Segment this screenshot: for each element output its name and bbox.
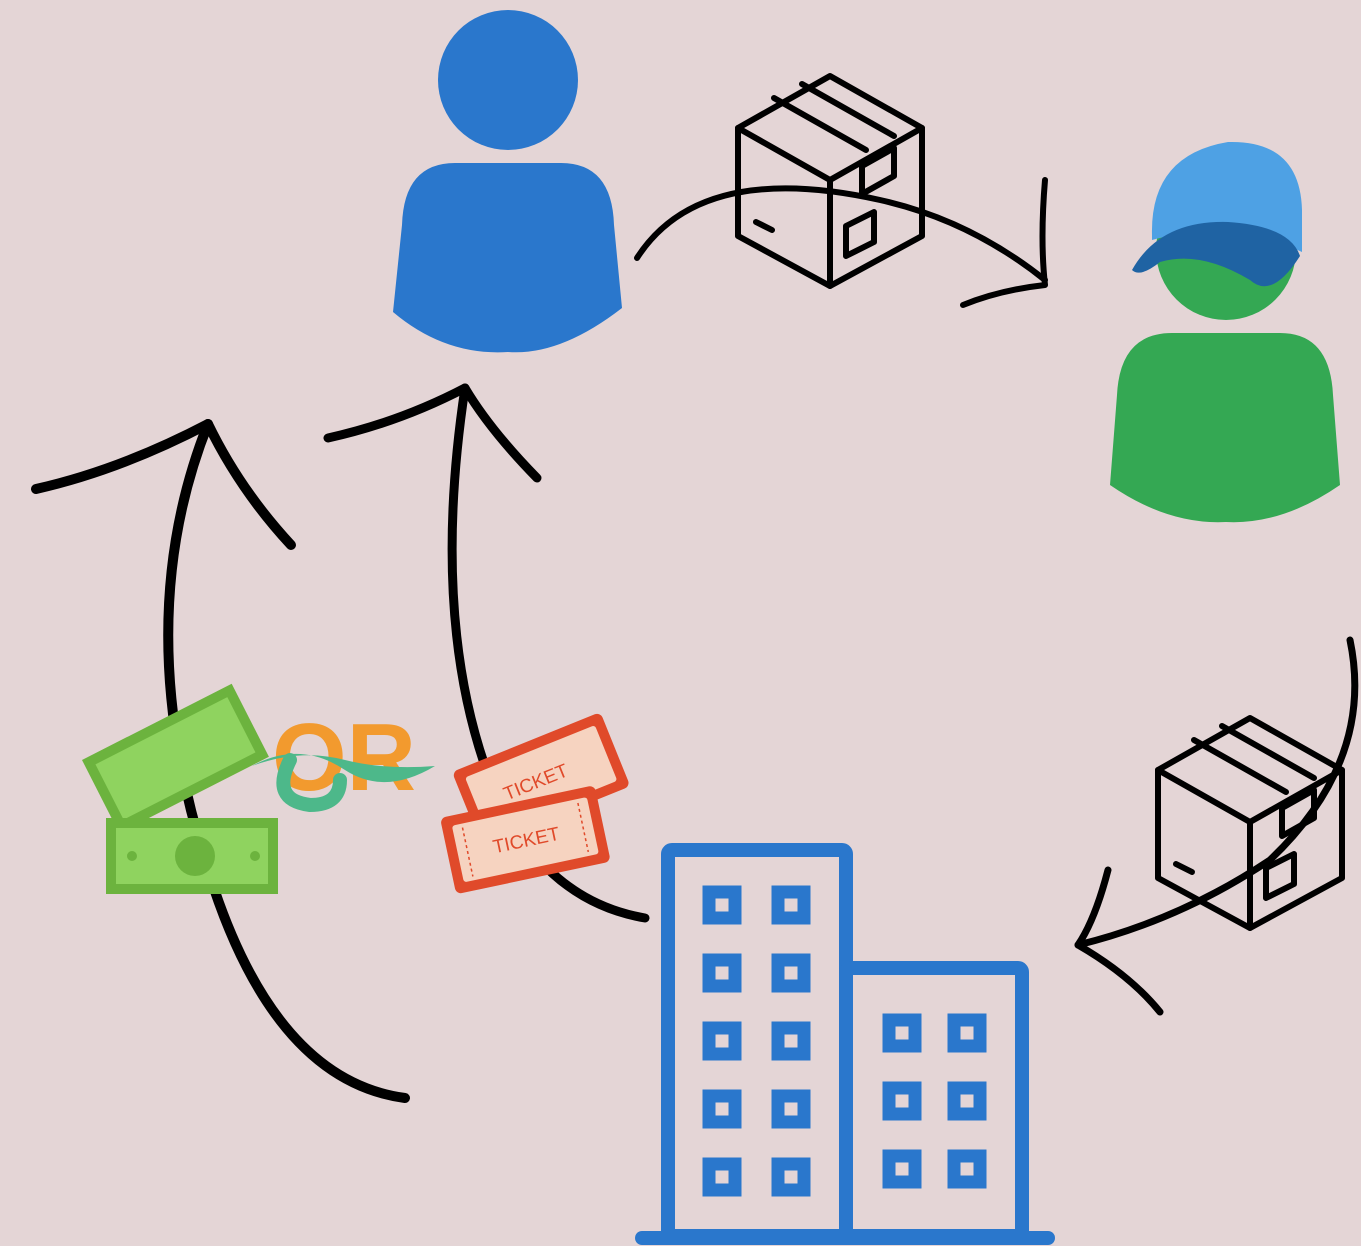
cash-banknotes-icon <box>82 683 278 894</box>
cap-brim <box>1132 221 1300 287</box>
or-connector-logo: OR <box>252 704 435 813</box>
office-building-icon <box>635 843 1055 1245</box>
arrow-company-to-customer-ticket <box>323 383 650 923</box>
package-box-icon-top <box>735 73 925 289</box>
cap-crown <box>1151 141 1302 252</box>
or-swoosh <box>276 753 347 813</box>
customer-person-icon <box>393 10 622 353</box>
arrow-courier-to-company <box>1074 636 1359 1016</box>
ticket-icon: TICKET TICKET <box>441 713 629 894</box>
courier-person-icon <box>1110 141 1340 523</box>
arrow-customer-to-courier <box>634 177 1048 308</box>
